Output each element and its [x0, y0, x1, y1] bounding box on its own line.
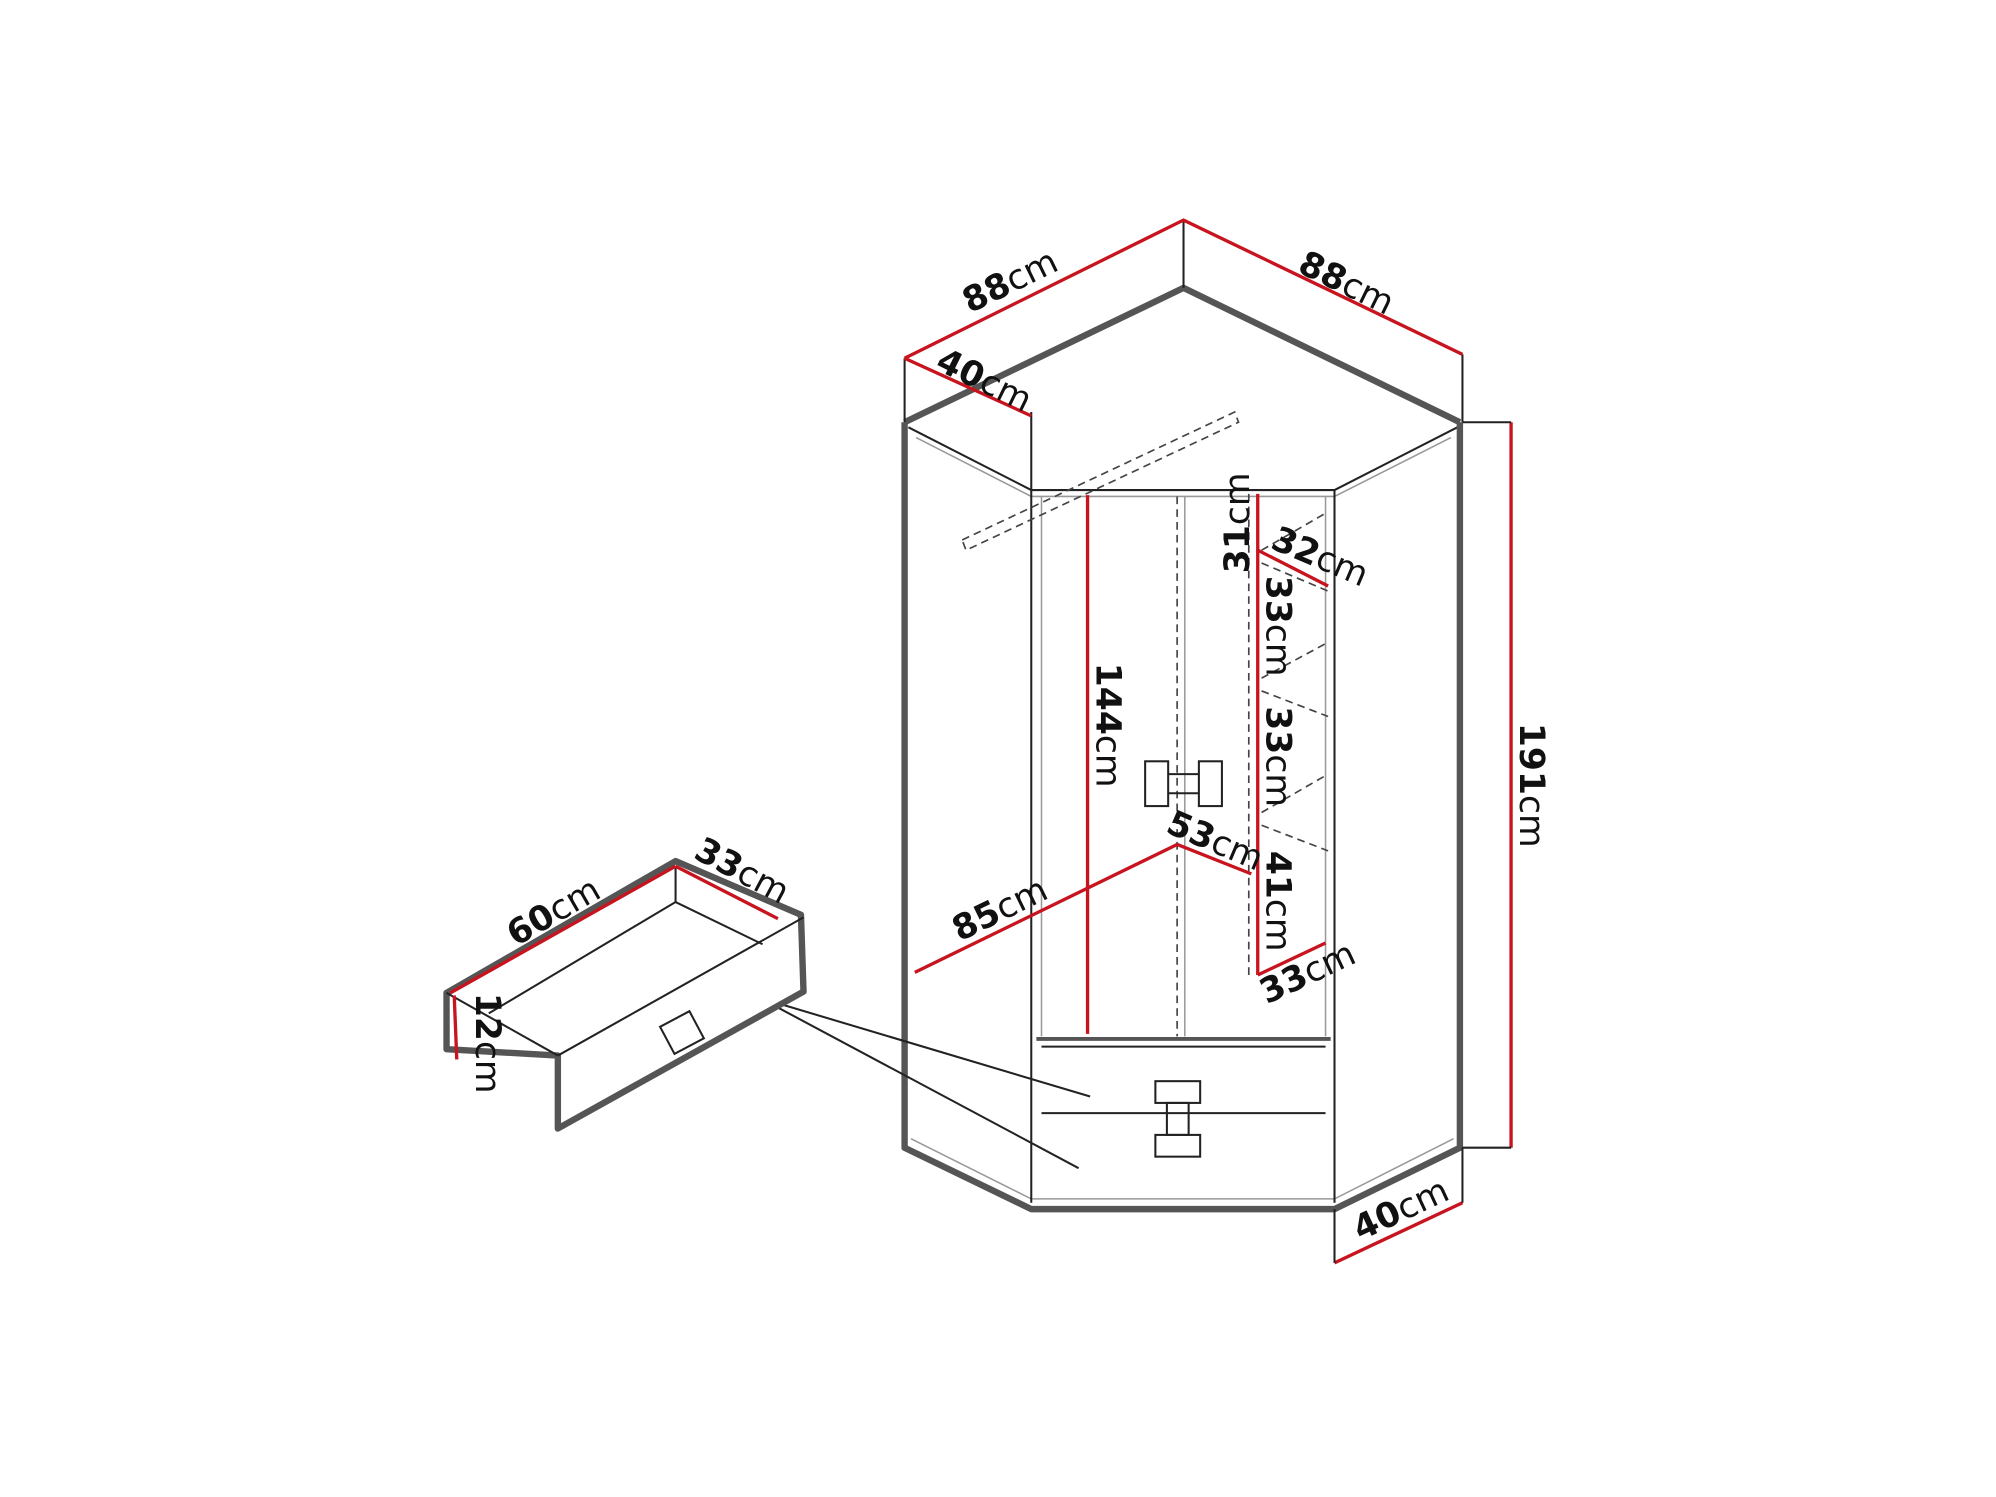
- drawer-detail: [443, 857, 807, 1132]
- leader-line: [759, 997, 1080, 1170]
- top-front-edge: [907, 426, 1458, 492]
- leader-line: [759, 997, 1091, 1098]
- label-shelf-gap-3: 41cm: [1258, 851, 1298, 952]
- door-handles: [1144, 760, 1223, 808]
- wardrobe-outline: [901, 422, 1464, 1213]
- dimension-labels: 88cm 88cm 40cm 144cm 85cm 53cm 31cm 32cm…: [467, 241, 1551, 1249]
- drawer-handle-icon: [658, 1009, 706, 1056]
- label-total-height: 191cm: [1511, 723, 1551, 848]
- wardrobe: [901, 220, 1464, 1213]
- label-top-right-width: 88cm: [1292, 243, 1400, 323]
- label-shelf-top: 31cm: [1218, 473, 1258, 574]
- label-shelf-gap-2: 33cm: [1258, 706, 1298, 807]
- label-drawer-height: 12cm: [467, 993, 507, 1094]
- label-diagonal-depth: 85cm: [946, 870, 1054, 950]
- label-top-left-width: 88cm: [956, 241, 1064, 321]
- label-rail-height: 144cm: [1088, 663, 1128, 788]
- label-shelf-gap-1: 33cm: [1258, 576, 1298, 677]
- shelves: [1247, 493, 1329, 979]
- drawers: [1036, 1037, 1331, 1158]
- top-inner-edge: [915, 436, 1452, 498]
- base-inner-edge: [910, 1138, 1454, 1200]
- drawer-handle-icon: [1154, 1080, 1202, 1104]
- label-top-depth: 40cm: [930, 341, 1038, 421]
- label-bottom-depth: 40cm: [1347, 1170, 1455, 1249]
- hanging-rail: [961, 410, 1240, 552]
- dimension-lines: [449, 218, 1513, 1265]
- drawer-handle-icon: [1154, 1133, 1202, 1158]
